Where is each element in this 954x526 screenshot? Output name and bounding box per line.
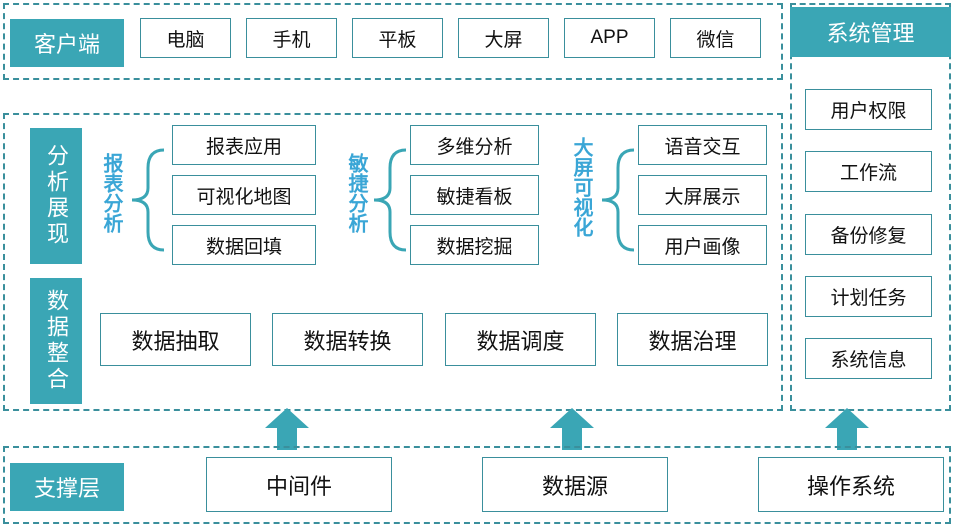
- item-middleware: 中间件: [206, 457, 392, 512]
- system-management-region: [790, 3, 951, 411]
- analysis-layer-label: 分析展现: [30, 128, 82, 264]
- client-layer: [3, 3, 783, 80]
- item-voice-interaction: 语音交互: [638, 125, 767, 165]
- item-bigscreen-display: 大屏展示: [638, 175, 767, 215]
- client-item-app: APP: [564, 18, 655, 58]
- client-layer-label: 客户端: [10, 19, 124, 67]
- system-management-label: 系统管理: [790, 7, 951, 57]
- group-agile-analysis-brace: [373, 148, 407, 252]
- support-layer: [3, 446, 951, 524]
- item-workflow: 工作流: [805, 151, 932, 192]
- item-data-mining: 数据挖掘: [410, 225, 539, 265]
- group-report-analysis-title: 报表分析: [100, 153, 122, 233]
- client-item-pc: 电脑: [140, 18, 231, 58]
- item-data-source: 数据源: [482, 457, 668, 512]
- item-data-backfill: 数据回填: [172, 225, 316, 265]
- client-item-phone: 手机: [246, 18, 337, 58]
- integration-layer-label: 数据整合: [30, 278, 82, 404]
- item-operating-system: 操作系统: [758, 457, 944, 512]
- up-arrow-icon: [550, 408, 594, 450]
- item-backup-restore: 备份修复: [805, 214, 932, 255]
- group-agile-analysis-title: 敏捷分析: [345, 153, 367, 233]
- item-visual-map: 可视化地图: [172, 175, 316, 215]
- item-data-governance: 数据治理: [617, 313, 768, 366]
- item-multidim-analysis: 多维分析: [410, 125, 539, 165]
- group-bigscreen-visual-title: 大屏可视化: [570, 137, 592, 237]
- up-arrow-icon: [265, 408, 309, 450]
- item-data-extract: 数据抽取: [100, 313, 251, 366]
- group-bigscreen-visual-brace: [601, 148, 635, 252]
- analysis-integration-region: [3, 113, 783, 411]
- item-scheduled-task: 计划任务: [805, 276, 932, 317]
- client-item-bigscreen: 大屏: [458, 18, 549, 58]
- item-report-app: 报表应用: [172, 125, 316, 165]
- item-data-schedule: 数据调度: [445, 313, 596, 366]
- item-user-permission: 用户权限: [805, 89, 932, 130]
- support-layer-label: 支撑层: [10, 463, 124, 511]
- client-item-wechat: 微信: [670, 18, 761, 58]
- item-data-transform: 数据转换: [272, 313, 423, 366]
- up-arrow-icon: [825, 408, 869, 450]
- item-agile-dashboard: 敏捷看板: [410, 175, 539, 215]
- item-user-profile: 用户画像: [638, 225, 767, 265]
- client-item-tablet: 平板: [352, 18, 443, 58]
- item-system-info: 系统信息: [805, 338, 932, 379]
- group-report-analysis-brace: [131, 148, 165, 252]
